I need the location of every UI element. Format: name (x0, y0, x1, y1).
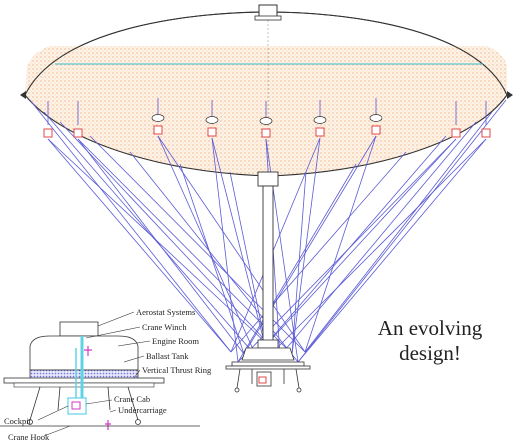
engine-pod-icon (205, 116, 219, 124)
gondola-cab-marker (258, 376, 267, 384)
thrust-ring (3, 377, 165, 384)
magenta-marker-2 (105, 420, 111, 430)
tagline-line-2: design! (399, 341, 461, 365)
attachment-box (315, 127, 325, 137)
rigging-line (157, 135, 306, 353)
undercarriage-legs (27, 386, 141, 425)
gondola-upper (257, 339, 279, 349)
attachment-box (371, 125, 381, 135)
gondola-deck (231, 361, 305, 367)
label-cockpit: Cockpit (4, 416, 32, 426)
label-ballast-tank: Ballast Tank (146, 351, 189, 361)
gondola-legs (234, 368, 302, 393)
rigging-line (230, 137, 321, 353)
thrust-ring-lower (13, 382, 155, 388)
rigging-line (59, 121, 281, 357)
rigging-line (291, 137, 321, 355)
rigging-line (297, 99, 507, 363)
label-undercarriage: Undercarriage (118, 405, 167, 415)
label-crane-cab: Crane Cab (114, 394, 150, 404)
attachment-box (43, 128, 53, 138)
engine-pod-icon (313, 116, 327, 124)
rigging-line (29, 99, 232, 353)
rigging-line (304, 135, 377, 353)
engine-pod-icon (259, 117, 273, 125)
engine-pod-icon (151, 114, 165, 122)
rigging-line (297, 138, 487, 363)
tether-top-collar (257, 171, 279, 187)
top-cap (258, 4, 278, 18)
tagline-line-1: An evolving (377, 316, 483, 340)
rigging-line (279, 121, 477, 357)
rigging-line (230, 151, 407, 353)
rigging-line (267, 138, 487, 358)
bow-tip-icon (20, 91, 26, 99)
rigging-line (229, 171, 269, 358)
label-engine-room: Engine Room (152, 336, 199, 346)
attachment-box (451, 128, 461, 138)
crane-cab-box (67, 397, 87, 415)
rigging-line (255, 135, 447, 357)
rigging-line (211, 137, 239, 363)
rigging-line (304, 111, 493, 353)
attachment-points (43, 114, 491, 138)
label-crane-hook: Crane Hook (8, 432, 50, 442)
gondola-body (241, 347, 295, 361)
attachment-box (207, 127, 217, 137)
engine-pod-icon (369, 114, 383, 122)
aerostat-box (59, 321, 99, 337)
attachment-box (481, 128, 491, 138)
stern-tip-icon (507, 91, 513, 99)
leader-lines (37, 311, 151, 437)
magenta-marker (84, 346, 92, 356)
tagline: An evolving design! (360, 316, 500, 366)
engine-room-dome (29, 335, 139, 371)
attachment-box (73, 128, 83, 138)
label-aerostat-systems: Aerostat Systems (136, 307, 195, 317)
attachment-box (261, 128, 271, 138)
inset-diagram: Aerostat Systems Crane Winch Engine Room… (0, 307, 212, 442)
crane-cab-marker (71, 401, 81, 410)
rigging-line (77, 138, 293, 355)
rigging-line (47, 138, 232, 353)
label-vertical-thrust-ring: Vertical Thrust Ring (142, 365, 212, 375)
rigging-line (47, 138, 281, 357)
gondola-ring (225, 365, 311, 370)
rigging-line (237, 163, 357, 363)
tether-column (262, 185, 274, 343)
rigging-line (157, 135, 257, 357)
attachment-box (153, 125, 163, 135)
top-cap-base (254, 15, 282, 21)
label-crane-winch: Crane Winch (142, 322, 187, 332)
rigging-line (255, 138, 457, 357)
